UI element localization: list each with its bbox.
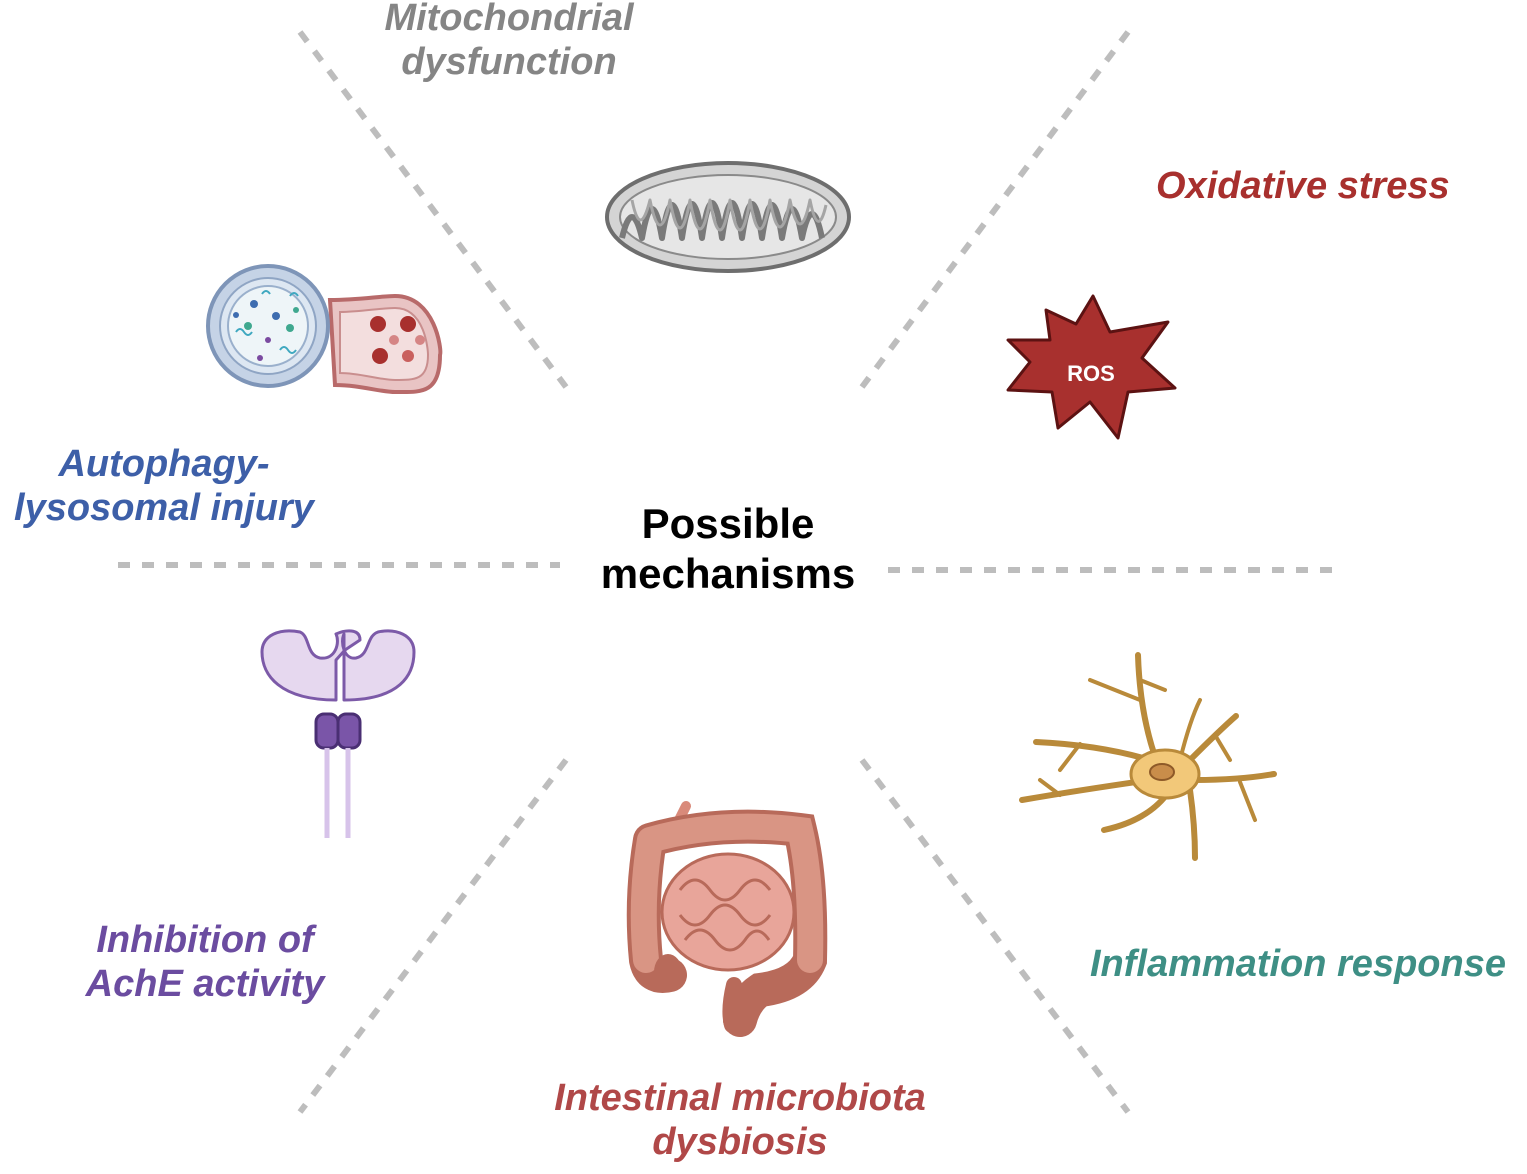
label-ache-line1: Inhibition of (96, 919, 314, 961)
label-ache-inhibition: Inhibition of AchE activity (60, 918, 350, 1006)
glial-cell-body (1129, 748, 1201, 800)
label-intestinal-line2: dysbiosis (652, 1121, 828, 1163)
divider-lower-right (859, 758, 1131, 1114)
center-title: Possible mechanisms (560, 499, 896, 599)
divider-lower-left (297, 758, 569, 1114)
center-title-line2: mechanisms (600, 550, 856, 597)
autophagolysosome-icon (206, 264, 443, 395)
intestine-icon (626, 801, 828, 1037)
ache-enzyme-icon (260, 629, 416, 838)
label-mitochondrial-dysfunction: Mitochondrial dysfunction (374, 0, 644, 84)
ros-badge: ROS (1067, 361, 1115, 386)
divider-upper-left (297, 30, 569, 389)
divider-upper-right (859, 30, 1131, 389)
label-mitochondrial-line2: dysfunction (401, 41, 617, 83)
center-title-line1: Possible (641, 500, 815, 547)
label-autophagy-line2: lysosomal injury (14, 487, 314, 529)
label-oxidative-stress: Oxidative stress (1156, 164, 1450, 208)
label-oxidative-line1: Oxidative stress (1156, 165, 1450, 207)
mitochondrion-icon (605, 161, 851, 273)
label-mitochondrial-line1: Mitochondrial (384, 0, 634, 39)
label-intestinal-line1: Intestinal microbiota (554, 1077, 926, 1119)
label-inflammation-response: Inflammation response (1090, 942, 1506, 986)
ros-burst-icon (1006, 294, 1177, 440)
label-autophagy-line1: Autophagy- (58, 443, 270, 485)
divider-lines (118, 30, 1332, 1114)
label-intestinal-dysbiosis: Intestinal microbiota dysbiosis (530, 1076, 950, 1164)
label-ache-line2: AchE activity (85, 963, 325, 1005)
label-inflammation-line1: Inflammation response (1090, 943, 1506, 985)
label-autophagy-lysosomal-injury: Autophagy- lysosomal injury (4, 442, 324, 530)
